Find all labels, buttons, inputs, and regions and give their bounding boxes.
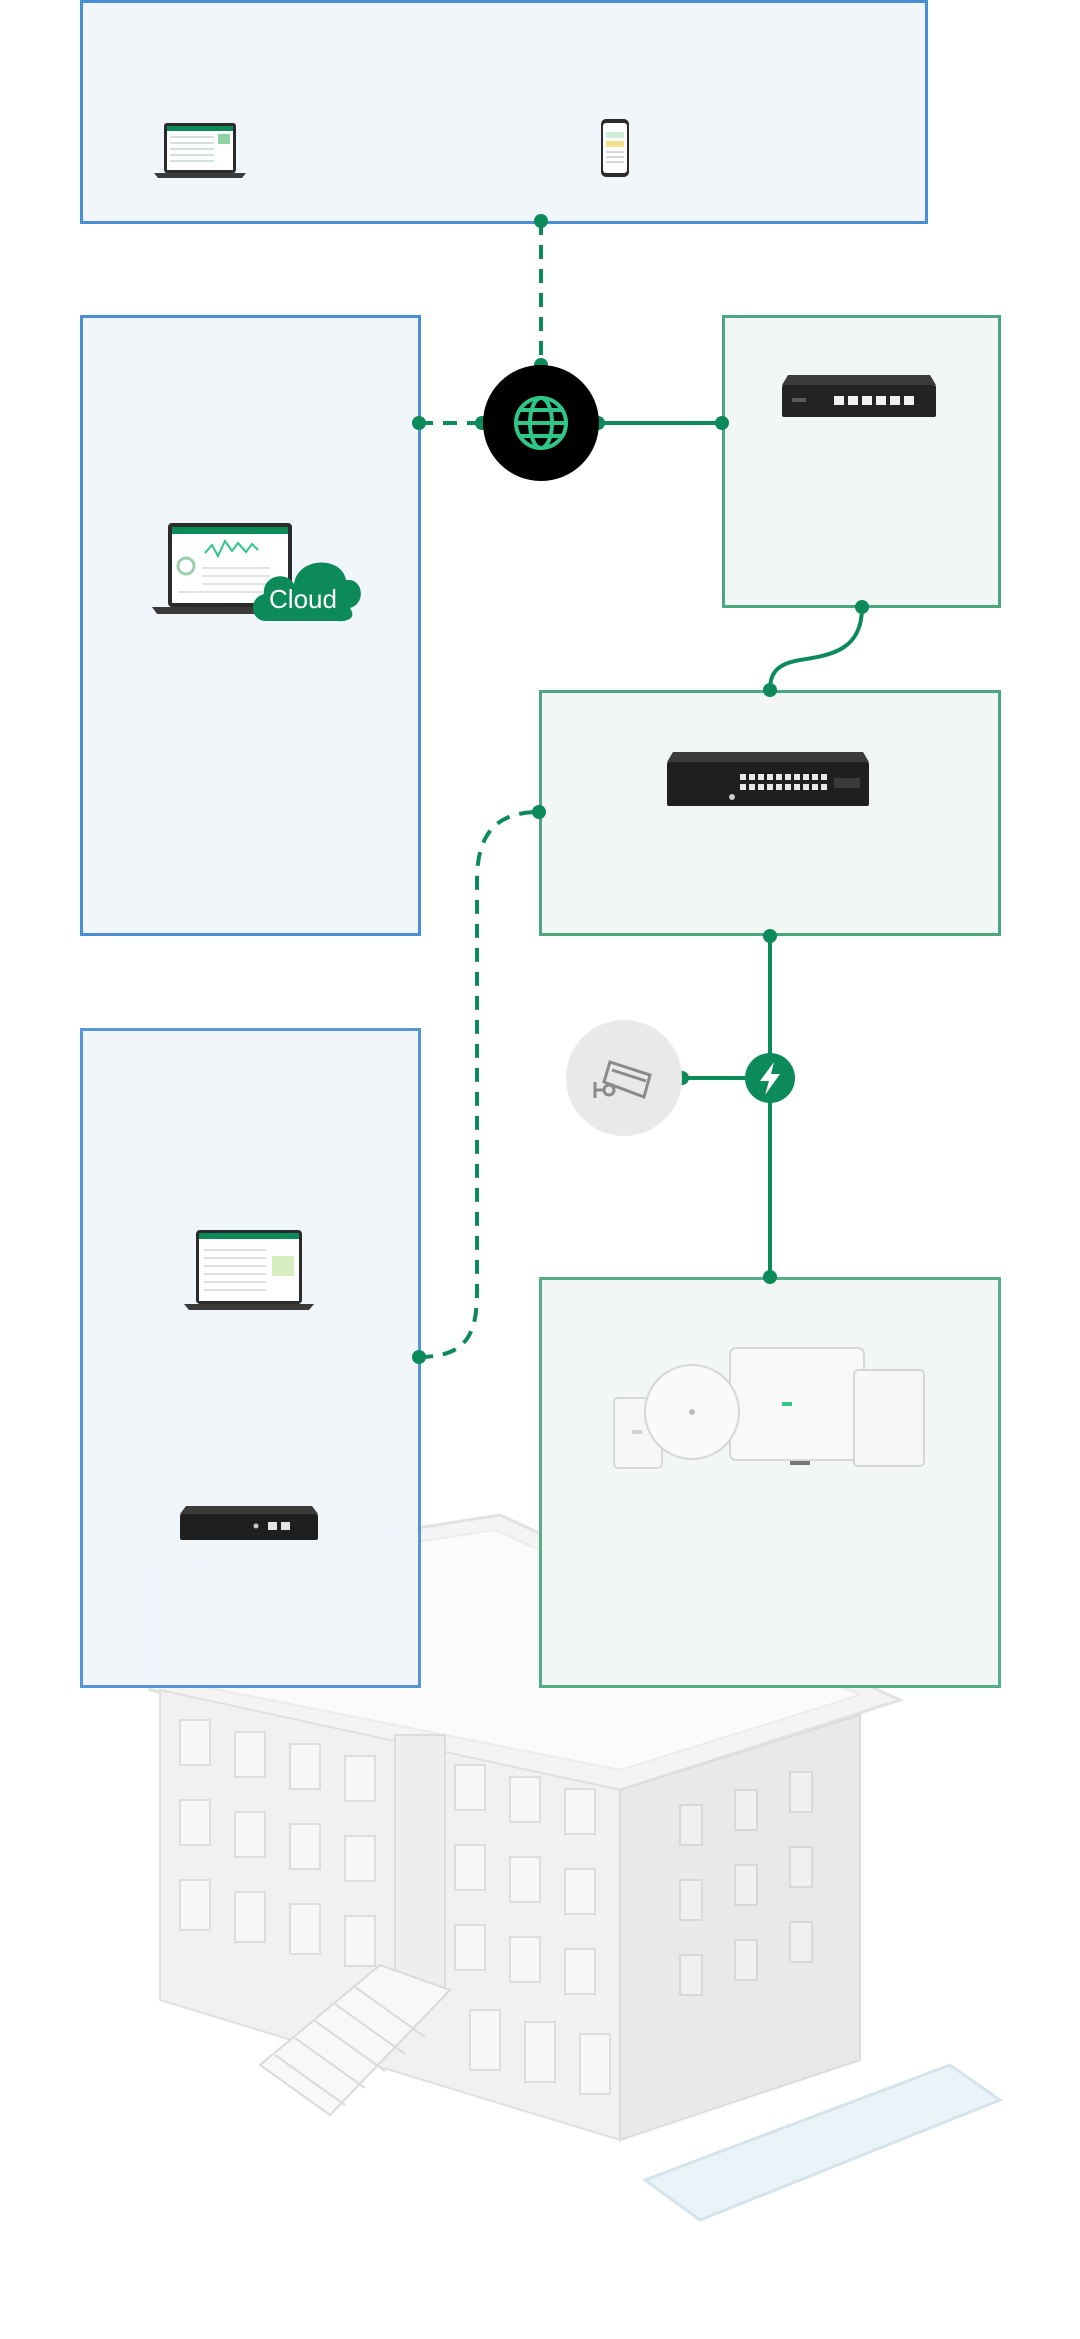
network-switch-device	[667, 752, 869, 806]
local-controller-laptop	[184, 1230, 314, 1310]
camera-node	[566, 1020, 682, 1136]
connector-dot	[763, 929, 777, 943]
connector-dot	[855, 600, 869, 614]
management-access-panel	[80, 0, 928, 224]
cloud-controller-panel	[80, 315, 421, 936]
access-points-panel	[539, 1277, 1001, 1688]
gateway-panel	[722, 315, 1001, 608]
connector-dot	[715, 416, 729, 430]
gateway-router-device	[782, 375, 936, 417]
lightning-bolt-icon	[760, 1062, 780, 1095]
smartphone-device	[601, 119, 629, 177]
connector-dot	[412, 416, 426, 430]
poe-node	[745, 1053, 795, 1103]
security-camera-icon	[593, 1060, 652, 1099]
hardware-controller-device	[180, 1506, 318, 1540]
connector-dot	[412, 1350, 426, 1364]
local-controller-panel	[80, 1028, 421, 1688]
cloud-label: Cloud	[269, 584, 337, 614]
access-points-group	[613, 1347, 925, 1469]
connector-dot	[534, 214, 548, 228]
link-local-controller-to-switch	[418, 810, 540, 1359]
internet-node	[483, 365, 599, 481]
globe-icon	[514, 396, 568, 450]
cloud-icon: Cloud	[252, 562, 361, 622]
connector-dot	[763, 1270, 777, 1284]
laptop-device	[154, 123, 246, 178]
connector-dot	[763, 683, 777, 697]
connector-dot	[532, 805, 546, 819]
link-gateway-to-switch	[768, 606, 864, 691]
